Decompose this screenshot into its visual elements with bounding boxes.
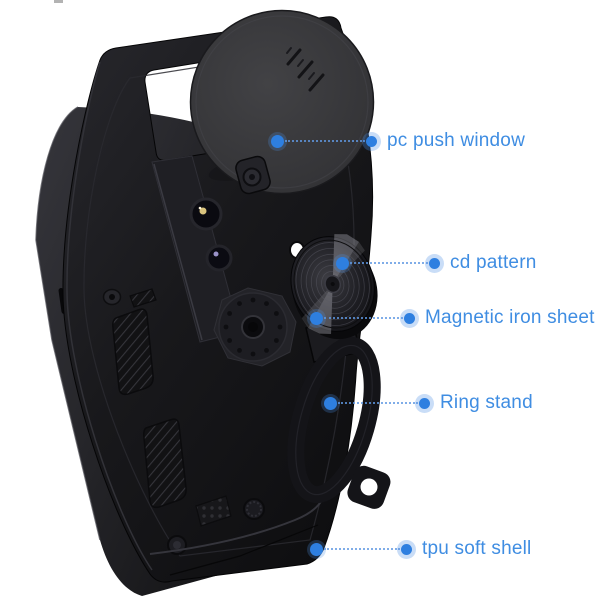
callout-dotted-line [324, 548, 400, 550]
case-lens-hole [205, 244, 233, 272]
grip-pad [129, 288, 157, 308]
callout-cd-pattern: cd pattern [336, 252, 537, 274]
callout-dot [404, 312, 415, 324]
callout-dot [429, 257, 440, 269]
grip-pad [143, 418, 187, 509]
callout-dot [366, 135, 377, 147]
callout-label: tpu soft shell [422, 538, 532, 559]
case-inner-seam [83, 47, 355, 557]
dot-texture-pad [195, 495, 232, 527]
push-window-disc [189, 9, 375, 195]
callout-source-dot [310, 542, 323, 556]
callout-dotted-line [350, 262, 428, 264]
case-seam [149, 499, 323, 555]
callout-label: cd pattern [450, 252, 537, 273]
case-lens-hole [189, 197, 223, 231]
grip-marks [286, 48, 325, 92]
callout-magnetic-iron-sheet: Magnetic iron sheet [310, 307, 595, 329]
callout-label: Magnetic iron sheet [425, 307, 595, 328]
disc-hinge [235, 155, 271, 195]
grip-pad [112, 308, 154, 396]
callout-source-dot [336, 256, 349, 270]
callout-label: pc push window [387, 130, 525, 151]
callout-label: Ring stand [440, 392, 533, 413]
cropped-text-artifact [54, 0, 63, 3]
callout-ring-stand: Ring stand [324, 392, 533, 414]
callout-pc-push-window: pc push window [271, 130, 525, 152]
case-mount-plate [213, 287, 297, 367]
callout-tpu-soft-shell: tpu soft shell [310, 538, 531, 560]
ring-tab-hole [360, 478, 378, 496]
callout-dotted-line [285, 140, 365, 142]
callout-source-dot [310, 311, 323, 325]
callout-source-dot [324, 396, 337, 410]
callout-dot [419, 397, 430, 409]
callout-dot [401, 543, 412, 555]
callout-dotted-line [338, 402, 418, 404]
callout-source-dot [271, 134, 284, 148]
callout-dotted-line [324, 317, 403, 319]
